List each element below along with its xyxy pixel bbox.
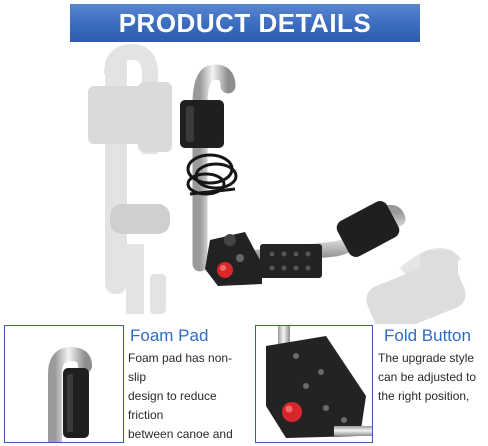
product-details-banner: PRODUCT DETAILS xyxy=(70,4,420,42)
foam-pad-closeup xyxy=(48,346,92,442)
foam-pad-detail-panel xyxy=(4,325,124,443)
feature-fold-button: Fold Button The upgrade style can be adj… xyxy=(378,326,486,406)
feature-title: Fold Button xyxy=(384,326,471,345)
feature-title: Foam Pad xyxy=(130,326,209,345)
feature-description: The upgrade style can be adjusted to the… xyxy=(378,351,477,403)
horizontal-foam-pad xyxy=(336,201,400,257)
kayak-rack-illustration xyxy=(88,44,466,324)
feature-foam-pad: Foam Pad Foam pad has non-slip design to… xyxy=(128,326,248,446)
banner-title: PRODUCT DETAILS xyxy=(118,7,372,38)
strap-coil xyxy=(186,153,238,196)
fold-button-detail-panel xyxy=(255,325,373,443)
faded-rack-background xyxy=(88,44,172,314)
fold-button-closeup xyxy=(266,326,372,438)
feature-description: Foam pad has non-slip design to reduce f… xyxy=(128,351,233,441)
faded-arm-background xyxy=(366,248,466,324)
mount-plate xyxy=(260,244,322,278)
